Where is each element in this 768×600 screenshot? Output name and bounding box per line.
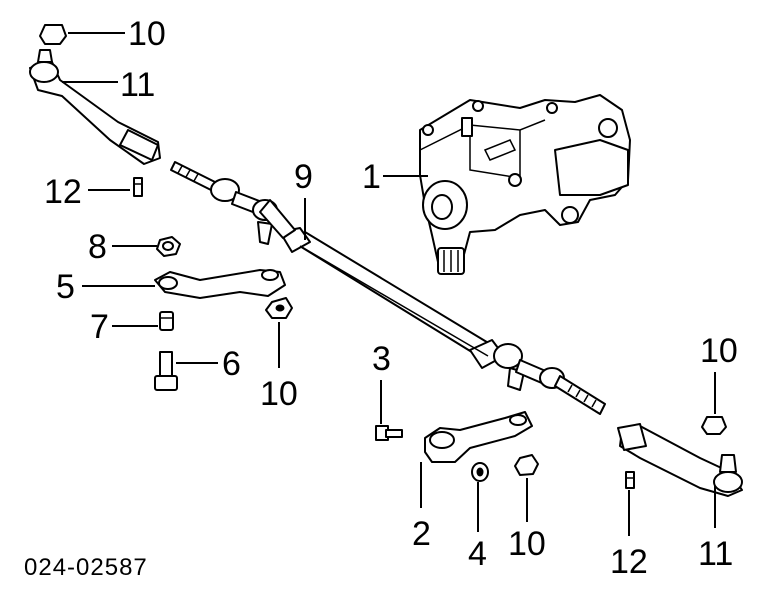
callout-1: 1 (362, 158, 381, 196)
callout-5: 5 (56, 268, 75, 306)
callout-11-top-left: 11 (120, 66, 155, 104)
pin-12-right (625, 471, 635, 489)
callout-9: 9 (294, 158, 313, 196)
nut-8 (156, 236, 181, 257)
left-outer-tie-rod-end (29, 24, 161, 165)
callout-7: 7 (90, 308, 109, 346)
callout-10-right: 10 (700, 332, 738, 370)
washer-4 (471, 462, 489, 482)
nut-10-bottom (514, 454, 539, 476)
right-outer-tie-rod-end (617, 416, 743, 497)
callout-11-bottom-right: 11 (698, 535, 733, 573)
left-inner-tie-rod (170, 161, 296, 245)
callout-12-left: 12 (44, 173, 82, 211)
center-link (279, 227, 505, 369)
callout-6: 6 (222, 345, 241, 383)
callout-8: 8 (88, 228, 107, 266)
callout-10-middle-left: 10 (260, 375, 298, 413)
callout-10-bottom: 10 (508, 525, 546, 563)
reference-code: 024-02587 (24, 554, 148, 581)
leader-lines (62, 32, 716, 536)
callout-4: 4 (468, 535, 487, 573)
right-inner-tie-rod (493, 343, 606, 415)
callout-2: 2 (412, 515, 431, 553)
bolt-3 (375, 425, 403, 441)
idler-arm (154, 269, 286, 299)
bolt-7 (159, 311, 174, 331)
bolt-6 (154, 351, 178, 391)
callout-3: 3 (372, 340, 391, 378)
callout-12-right: 12 (610, 543, 648, 581)
pin-12-left (133, 177, 143, 197)
steering-gear-box (419, 94, 631, 275)
pitman-arm (424, 411, 533, 463)
nut-10-left (265, 297, 293, 319)
callout-10-top-left: 10 (128, 15, 166, 53)
